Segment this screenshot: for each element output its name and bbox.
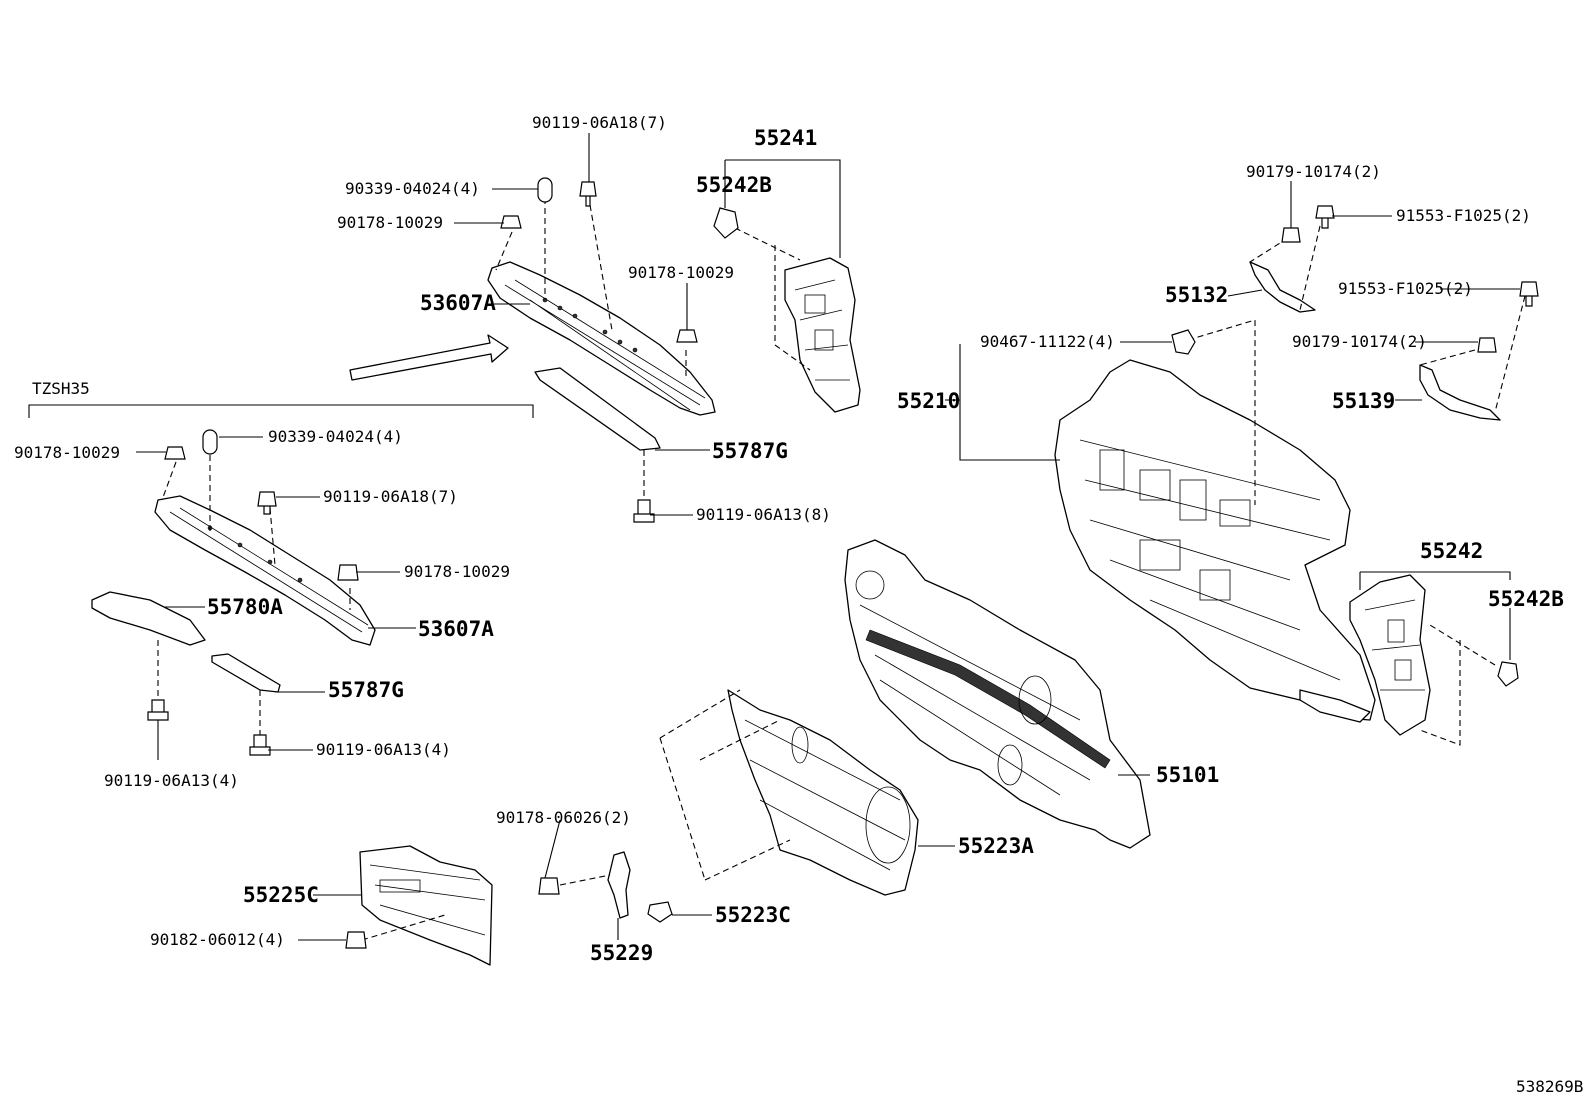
nut-icon-left-a [164,446,186,460]
clip-icon-55242B-top [713,207,739,239]
label-55132: 55132 [1165,283,1228,307]
bracket-55132 [1249,261,1316,313]
clip-icon-55223C [647,901,673,923]
label-55241: 55241 [754,126,817,150]
bolt-icon-top [579,181,597,207]
bracket-55242 [1349,574,1431,736]
label-90119-06A18-7-left: 90119-06A18(7) [323,487,458,506]
label-90178-10029-a: 90178-10029 [337,213,443,232]
label-55101: 55101 [1156,763,1219,787]
cover-55780A [91,591,206,646]
label-90179-10174-2-a: 90179-10174(2) [1246,162,1381,181]
label-55225C: 55225C [243,883,319,907]
nut-icon-90178-06026 [538,877,560,895]
nut-icon-90179-b [1477,337,1497,353]
bolt-icon-91553-a [1315,205,1335,229]
label-90339-04024-4-top: 90339-04024(4) [345,179,480,198]
label-55210: 55210 [897,389,960,413]
label-90119-06A13-8: 90119-06A13(8) [696,505,831,524]
label-55223A: 55223A [958,834,1034,858]
label-90182-06012-4: 90182-06012(4) [150,930,285,949]
clip-icon-55210 [1171,329,1196,355]
bolt-icon-55787G-left [249,734,271,756]
insulator-55210 [1054,359,1376,723]
label-55780A: 55780A [207,595,283,619]
label-91553-F1025-2-b: 91553-F1025(2) [1338,279,1473,298]
label-53607A-top: 53607A [420,291,496,315]
label-90178-06026-2: 90178-06026(2) [496,808,631,827]
label-90178-10029-b: 90178-10029 [628,263,734,282]
silencer-55223A [727,689,919,896]
label-55242B-top: 55242B [696,173,772,197]
seal-strip-top [534,367,661,451]
plug-icon-top [537,177,553,203]
label-55242: 55242 [1420,539,1483,563]
bolt-icon-91553-b [1519,281,1539,307]
label-90467-11122-4: 90467-11122(4) [980,332,1115,351]
label-55787G-top: 55787G [712,439,788,463]
label-55229: 55229 [590,941,653,965]
label-91553-F1025-2-a: 91553-F1025(2) [1396,206,1531,225]
label-55139: 55139 [1332,389,1395,413]
nut-icon-top-b [676,329,698,343]
nut-icon-90179-a [1281,227,1301,243]
bolt-icon-left [257,491,277,515]
cowl-panel-left [154,495,376,646]
label-90179-10174-2-b: 90179-10174(2) [1292,332,1427,351]
label-55242B-right: 55242B [1488,587,1564,611]
seal-strip-left [211,653,281,693]
label-90178-10029-c: 90178-10029 [14,443,120,462]
label-55223C: 55223C [715,903,791,927]
label-90178-10029-d: 90178-10029 [404,562,510,581]
bolt-icon-55787G-top [633,499,655,523]
plug-icon-left [202,429,218,455]
clip-icon-55242B-right [1497,661,1519,687]
dash-panel-55101 [844,539,1151,849]
label-90119-06A13-4-left: 90119-06A13(4) [104,771,239,790]
label-90119-06A13-4-right: 90119-06A13(4) [316,740,451,759]
nut-icon-left-b [337,564,359,581]
bracket-55241 [784,257,861,413]
label-55787G-left: 55787G [328,678,404,702]
insulator-55225C [359,845,493,966]
label-90339-04024-4-left: 90339-04024(4) [268,427,403,446]
label-variant-TZSH35: TZSH35 [32,379,90,398]
nut-icon-top-a [500,215,522,229]
drawing-number: 538269B [1516,1077,1583,1096]
direction-arrow [349,334,509,381]
bolt-icon-55780A [147,699,169,721]
bracket-55229 [607,851,631,919]
label-53607A-left: 53607A [418,617,494,641]
callout-labels: 90119-06A18(7) 55241 90339-04024(4) 5524… [14,113,1583,1096]
variant-bracket [28,404,534,418]
bracket-55139 [1419,364,1501,421]
nut-icon-90182 [345,931,367,949]
leader-lines [136,133,1520,941]
label-90119-06A18-7-top: 90119-06A18(7) [532,113,667,132]
